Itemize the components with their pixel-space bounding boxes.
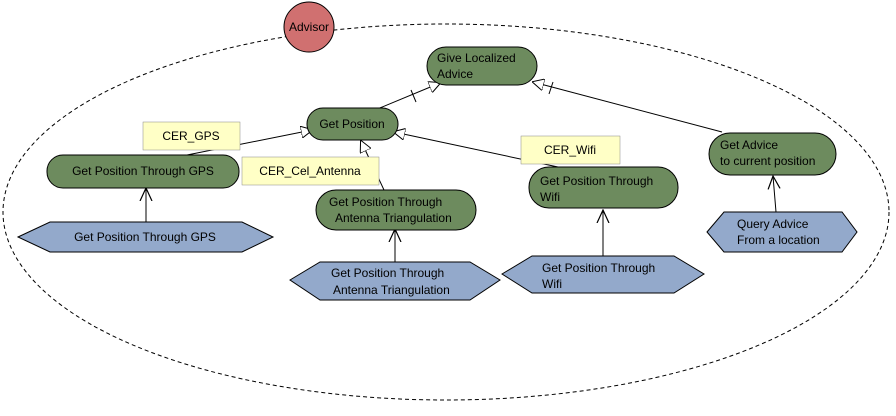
task-gps[interactable]: Get Position Through GPS [16,221,275,253]
means-end-links [146,176,776,262]
link-getposition-to-localized [374,83,440,111]
goal-get-advice[interactable]: Get Advice to current position [708,132,837,176]
goal-label: Wifi [540,190,560,204]
goal-wifi[interactable]: Get Position Through Wifi [528,166,679,209]
link-querytask-to-getadvice [773,176,776,213]
task-label: Get Position Through [542,261,655,275]
goal-give-localized-advice[interactable]: Give Localized Advice [426,46,538,86]
goal-get-position[interactable]: Get Position [306,107,399,141]
note-label: CER_Cel_Antenna [259,164,361,178]
goal-label: Get Position Through [540,174,653,188]
task-antenna[interactable]: Get Position Through Antenna Triangulati… [289,261,501,301]
goal-gps[interactable]: Get Position Through GPS [46,154,240,189]
task-label: Get Position Through GPS [74,230,216,244]
note-label: CER_Wifi [544,143,596,157]
goal-label: Get Position [319,117,384,131]
task-label: Wifi [542,277,562,291]
note-label: CER_GPS [162,129,219,143]
goal-label: Get Advice [720,138,778,152]
task-label: From a location [737,233,820,247]
tick-mark-left [410,89,417,103]
task-label: Query Advice [737,217,809,231]
task-label: Antenna Triangulation [333,283,450,297]
note-cer-wifi[interactable]: CER_Wifi [520,135,621,165]
link-getadvice-to-localized [533,82,723,133]
goal-label: Antenna Triangulation [335,211,452,225]
goal-antenna[interactable]: Get Position Through Antenna Triangulati… [315,189,477,231]
goal-label: Give Localized [437,51,516,65]
actor-advisor[interactable]: Advisor [283,1,335,53]
task-wifi[interactable]: Get Position Through Wifi [501,255,705,294]
link-gps-to-getposition [181,130,312,157]
goal-label: Get Position Through GPS [72,164,214,178]
goal-label: Get Position Through [329,195,442,209]
goal-label: Advice [437,67,473,81]
goal-label: to current position [720,154,815,168]
actor-label: Advisor [289,20,329,34]
task-label: Get Position Through [331,266,444,280]
note-cer-cel-antenna[interactable]: CER_Cel_Antenna [241,156,380,186]
task-query-advice[interactable]: Query Advice From a location [706,211,858,253]
actor-boundary [2,23,890,401]
tick-mark-right [548,81,554,95]
actor-circle [283,1,335,53]
note-cer-gps[interactable]: CER_GPS [142,121,241,151]
